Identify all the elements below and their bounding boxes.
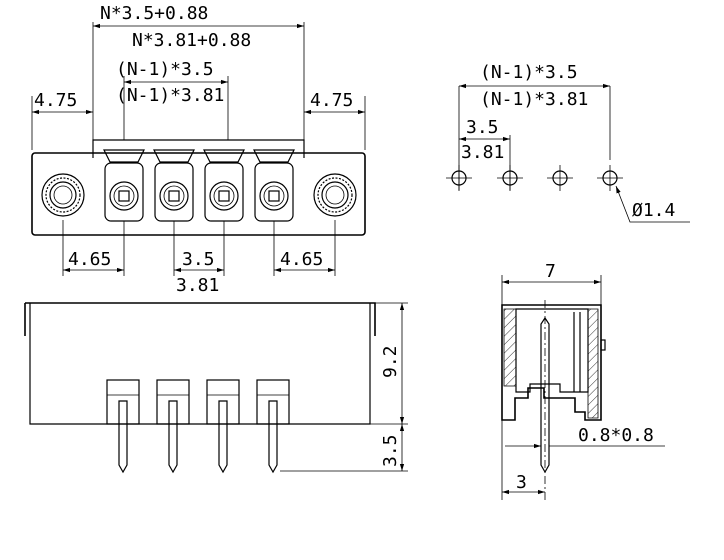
screw-offset-right-label: 4.65 [280,249,323,270]
side-pin-length-label: 3.5 [380,434,401,467]
front-entry-4 [253,149,295,222]
pcb-hole-4 [597,165,623,191]
pcb-pitch-35-label: 3.5 [466,117,499,138]
front-pitch-span-381-label: (N-1)*3.81 [116,85,224,106]
pcb-hole-diameter-label: Ø1.4 [632,200,675,221]
front-pitch-span-35-label: (N-1)*3.5 [116,59,214,80]
front-entry-3 [203,149,245,222]
front-width-35-label: N*3.5+0.88 [100,3,208,24]
front-entry-1 [103,149,145,222]
front-view: N*3.5+0.88 N*3.81+0.88 (N-1)*3.5 (N-1)*3… [31,3,366,296]
screw-offset-left-label: 4.65 [68,249,111,270]
end-pin-offset-label: 3 [516,472,527,493]
pcb-pitch-381-label: 3.81 [461,142,504,163]
front-width-381-label: N*3.81+0.88 [132,30,251,51]
side-pin-4 [256,379,290,474]
pcb-pitch-span-35-label: (N-1)*3.5 [480,62,578,83]
flange-left-label: 4.75 [34,90,77,111]
front-pitch-381-label: 3.81 [176,275,219,296]
side-height-label: 9.2 [380,345,401,378]
front-pitch-35-label: 3.5 [182,249,215,270]
end-view: 7 0.8*0.8 3 [501,261,665,500]
end-depth-label: 7 [545,261,556,282]
pcb-pitch-span-381-label: (N-1)*3.81 [480,89,588,110]
pcb-hole-3 [547,165,573,191]
side-view: 9.2 3.5 [24,302,408,474]
side-pin-3 [206,379,240,474]
pcb-hole-1 [446,165,472,191]
side-pin-1 [106,379,140,474]
flange-right-label: 4.75 [310,90,353,111]
side-pin-2 [156,379,190,474]
pcb-layout-view: (N-1)*3.5 (N-1)*3.81 3.5 3.81 Ø1. [446,62,690,223]
end-pin-section-label: 0.8*0.8 [578,425,654,446]
front-entry-2 [153,149,195,222]
pcb-hole-2 [497,165,523,191]
